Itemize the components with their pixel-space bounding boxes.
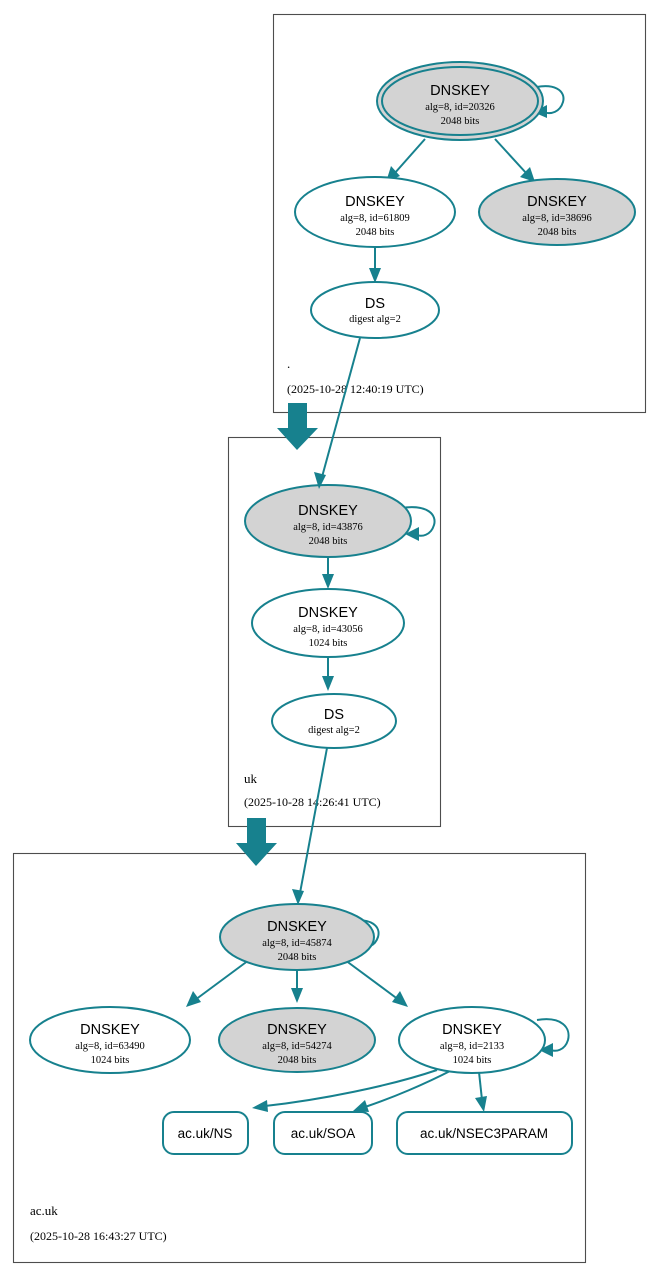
node-uk-zsk-43056[interactable]: DNSKEY alg=8, id=43056 1024 bits — [251, 588, 405, 658]
node-label-line2: alg=8, id=43876 — [293, 522, 363, 533]
node-label-line2: digest alg=2 — [349, 314, 401, 325]
node-label-line1: DNSKEY — [267, 1022, 327, 1038]
edge-root-ds-to-uk-ksk — [314, 337, 361, 489]
node-label-line3: 2048 bits — [441, 116, 480, 127]
node-label-line3: 2048 bits — [278, 1055, 317, 1066]
zone-cluster-root: DNSKEY alg=8, id=20326 2048 bits DNSKEY … — [272, 13, 647, 414]
node-root-zsk-38696[interactable]: DNSKEY alg=8, id=38696 2048 bits — [478, 178, 636, 246]
node-label-line2: alg=8, id=45874 — [262, 938, 332, 949]
node-uk-ds[interactable]: DS digest alg=2 — [271, 693, 397, 749]
zone-transition-uk-to-ac-uk — [236, 818, 277, 866]
zone-box-root — [272, 13, 647, 414]
node-label-line1: DNSKEY — [80, 1022, 140, 1038]
zone-transition-root-to-uk — [277, 403, 318, 450]
edge-uk-zsk-to-ds — [322, 657, 334, 691]
node-label-line2: alg=8, id=20326 — [425, 102, 495, 113]
node-label-line3: 1024 bits — [309, 638, 348, 649]
node-root-ksk-20326[interactable]: DNSKEY alg=8, id=20326 2048 bits — [376, 61, 544, 141]
edge-root-ksk-to-zsk61809 — [386, 138, 426, 182]
node-root-zsk-61809[interactable]: DNSKEY alg=8, id=61809 2048 bits — [294, 176, 456, 248]
node-label-line3: 2048 bits — [309, 536, 348, 547]
node-acuk-ksk-45874[interactable]: DNSKEY alg=8, id=45874 2048 bits — [219, 903, 375, 971]
node-label-line1: DNSKEY — [298, 605, 358, 621]
node-label-line3: 2048 bits — [538, 227, 577, 238]
node-label-line1: DS — [324, 707, 344, 723]
edge-root-zsk61809-to-ds — [369, 245, 381, 283]
node-label-line2: alg=8, id=38696 — [522, 213, 592, 224]
node-label-line2: digest alg=2 — [308, 725, 360, 736]
edge-root-ksk-to-zsk38696 — [494, 138, 535, 182]
zone-cluster-ac-uk: DNSKEY alg=8, id=45874 2048 bits DNSKEY … — [12, 852, 587, 1264]
node-label-line2: alg=8, id=2133 — [440, 1041, 504, 1052]
node-label-line1: DS — [365, 296, 385, 312]
node-label-line1: DNSKEY — [442, 1022, 502, 1038]
edge-acuk-2133-to-ns — [252, 1069, 438, 1112]
node-label-line2: alg=8, id=43056 — [293, 624, 363, 635]
node-acuk-key-54274[interactable]: DNSKEY alg=8, id=54274 2048 bits — [218, 1007, 376, 1073]
zone-cluster-uk: DNSKEY alg=8, id=43876 2048 bits DNSKEY … — [227, 436, 442, 828]
node-uk-ksk-43876[interactable]: DNSKEY alg=8, id=43876 2048 bits — [244, 484, 412, 558]
zone-label-ac-uk-timestamp: (2025-10-28 16:43:27 UTC) — [30, 1229, 167, 1243]
edge-uk-ksk-to-zsk — [322, 556, 334, 589]
node-label-line2: alg=8, id=54274 — [262, 1041, 332, 1052]
node-label-line1: DNSKEY — [430, 83, 490, 99]
edge-uk-ds-to-acuk-ksk — [292, 747, 328, 905]
zone-label-uk-name: uk — [244, 771, 258, 786]
zone-label-root-timestamp: (2025-10-28 12:40:19 UTC) — [287, 382, 424, 396]
node-label-line1: DNSKEY — [267, 919, 327, 935]
node-acuk-rrset-nsec3param[interactable]: ac.uk/NSEC3PARAM — [396, 1111, 573, 1155]
edge-acuk-ksk-to-63490 — [186, 959, 250, 1007]
rrset-label: ac.uk/NS — [178, 1126, 233, 1141]
zone-box-ac-uk — [12, 852, 587, 1264]
node-acuk-key-63490[interactable]: DNSKEY alg=8, id=63490 1024 bits — [29, 1006, 191, 1074]
node-label-line3: 2048 bits — [356, 227, 395, 238]
zone-label-root-name: . — [287, 356, 290, 371]
node-label-line2: alg=8, id=61809 — [340, 213, 410, 224]
edge-acuk-2133-to-soa — [353, 1069, 453, 1112]
node-label-line2: alg=8, id=63490 — [75, 1041, 145, 1052]
node-acuk-rrset-soa[interactable]: ac.uk/SOA — [273, 1111, 373, 1155]
edge-uk-ksk-selfsign — [400, 506, 436, 541]
node-label-line3: 2048 bits — [278, 952, 317, 963]
node-root-ds[interactable]: DS digest alg=2 — [310, 281, 440, 339]
edge-acuk-2133-selfsign — [536, 1018, 570, 1057]
node-label-line3: 1024 bits — [91, 1055, 130, 1066]
edge-acuk-ksk-to-2133 — [344, 959, 408, 1007]
node-acuk-key-2133[interactable]: DNSKEY alg=8, id=2133 1024 bits — [398, 1006, 546, 1074]
zone-box-uk — [227, 436, 442, 828]
node-label-line3: 1024 bits — [453, 1055, 492, 1066]
rrset-label: ac.uk/SOA — [291, 1126, 356, 1141]
node-label-line1: DNSKEY — [527, 194, 587, 210]
zone-label-uk-timestamp: (2025-10-28 14:26:41 UTC) — [244, 795, 381, 809]
node-acuk-rrset-ns[interactable]: ac.uk/NS — [162, 1111, 249, 1155]
zone-label-ac-uk-name: ac.uk — [30, 1203, 58, 1218]
edge-acuk-2133-to-nsec3param — [475, 1071, 487, 1112]
node-label-line1: DNSKEY — [298, 503, 358, 519]
node-label-line1: DNSKEY — [345, 194, 405, 210]
rrset-label: ac.uk/NSEC3PARAM — [420, 1126, 548, 1141]
